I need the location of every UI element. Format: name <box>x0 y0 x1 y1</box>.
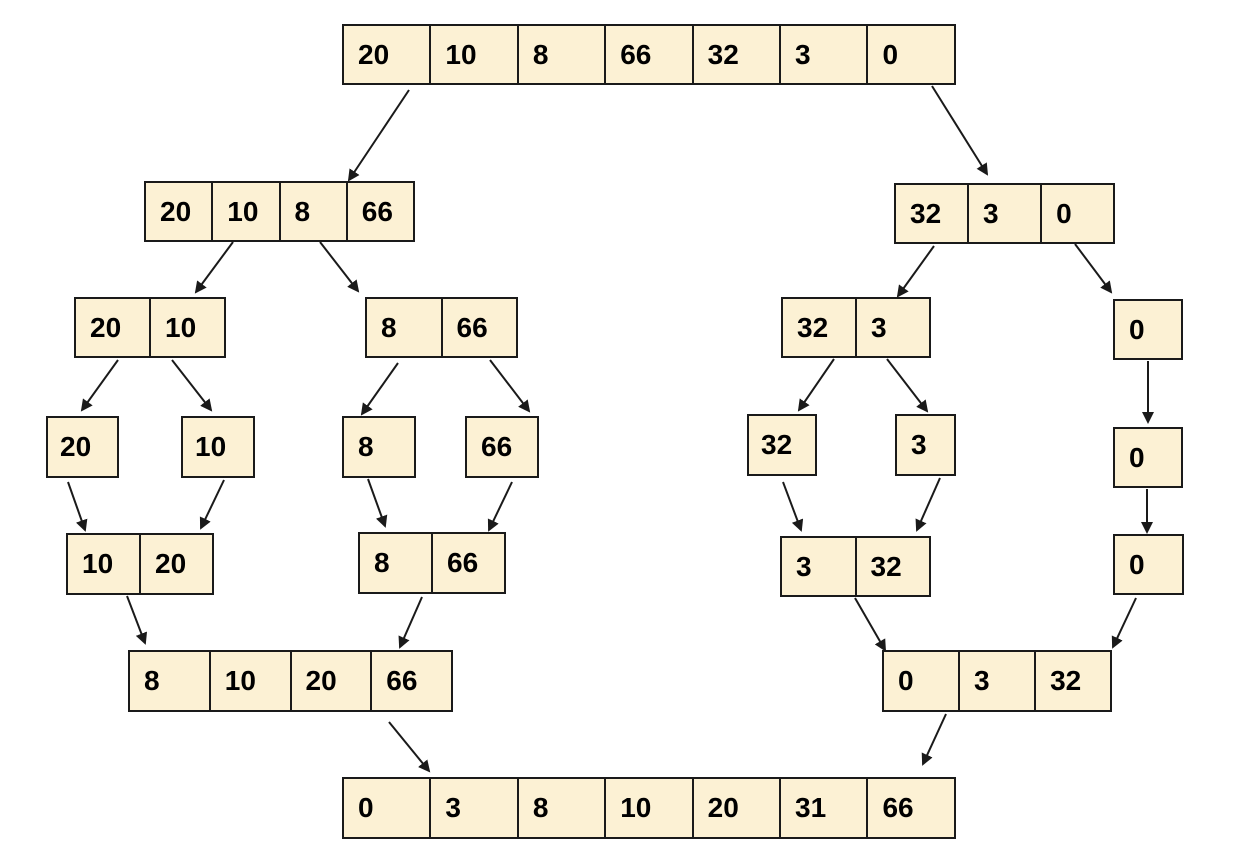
split-arrow <box>319 241 360 293</box>
merge-arrow <box>487 481 513 532</box>
split-arrow <box>931 85 989 176</box>
array-cell: 10 <box>431 26 519 85</box>
array-merge-m1a: 10 20 <box>66 533 214 595</box>
array-cell: 10 <box>151 299 226 358</box>
array-cell: 10 <box>213 183 281 242</box>
array-merge-m2a: 8 10 20 66 <box>128 650 453 712</box>
array-single-l3b: 10 <box>181 416 255 478</box>
array-split-l2a: 20 10 <box>74 297 226 358</box>
split-arrow <box>360 362 399 416</box>
merge-arrow <box>921 713 947 766</box>
array-single-r3c: 0 <box>1113 427 1183 488</box>
array-split-right: 32 3 0 <box>894 183 1115 244</box>
merge-arrow <box>915 477 941 532</box>
array-cell: 31 <box>781 779 869 839</box>
array-cell: 8 <box>360 534 433 594</box>
array-cell: 10 <box>68 535 141 595</box>
array-original: 20 10 8 66 32 3 0 <box>342 24 956 85</box>
merge-arrow <box>388 721 431 773</box>
array-merge-m1b: 8 66 <box>358 532 506 594</box>
merge-arrow <box>67 481 88 532</box>
array-split-r2b: 0 <box>1113 299 1183 360</box>
array-cell: 3 <box>431 779 519 839</box>
merge-arrow <box>367 478 388 528</box>
array-cell: 10 <box>606 779 694 839</box>
array-cell: 8 <box>130 652 211 712</box>
array-cell: 32 <box>1036 652 1112 712</box>
array-cell: 66 <box>433 534 506 594</box>
array-cell: 8 <box>280 183 348 242</box>
array-split-r2a: 32 3 <box>781 297 931 358</box>
array-split-left: 20 10 8 66 <box>144 181 415 242</box>
array-cell: 0 <box>344 779 432 839</box>
array-cell: 32 <box>783 299 857 358</box>
split-arrow <box>896 245 935 298</box>
array-cell: 66 <box>442 299 518 358</box>
array-cell: 32 <box>856 538 931 597</box>
array-cell: 20 <box>344 26 432 85</box>
array-cell: 10 <box>210 652 292 712</box>
array-cell: 3 <box>781 26 869 85</box>
array-cell: 66 <box>606 26 694 85</box>
array-cell: 3 <box>857 299 931 358</box>
array-cell: 8 <box>518 26 607 85</box>
split-arrow <box>80 359 119 412</box>
array-cell: 0 <box>1115 536 1184 595</box>
array-cell: 3 <box>782 538 857 597</box>
array-cell: 8 <box>367 299 443 358</box>
split-arrow <box>1074 243 1113 294</box>
merge-arrow <box>126 595 148 645</box>
array-cell: 0 <box>884 652 961 712</box>
array-merge-m1d: 0 <box>1113 534 1184 595</box>
array-cell: 20 <box>693 779 782 839</box>
array-cell: 32 <box>693 26 782 85</box>
array-cell: 8 <box>344 418 416 478</box>
array-cell: 32 <box>749 416 817 476</box>
array-cell: 66 <box>347 183 415 242</box>
array-cell: 20 <box>146 183 214 242</box>
array-final: 0 3 8 10 20 31 66 <box>342 777 956 839</box>
array-cell: 0 <box>868 26 956 85</box>
merge-arrow <box>1111 597 1137 649</box>
merge-arrow <box>199 479 225 530</box>
array-cell: 20 <box>291 652 373 712</box>
array-cell: 66 <box>467 418 539 478</box>
merge-arrow <box>854 597 886 652</box>
array-single-l3c: 8 <box>342 416 416 478</box>
array-cell: 3 <box>897 416 956 476</box>
merge-arrow <box>782 481 804 532</box>
array-cell: 8 <box>518 779 607 839</box>
array-cell: 3 <box>960 652 1037 712</box>
array-cell: 3 <box>969 185 1043 244</box>
array-cell: 10 <box>183 418 255 478</box>
split-arrow <box>886 358 929 413</box>
split-arrow <box>171 359 213 412</box>
array-single-r3b: 3 <box>895 414 956 476</box>
array-single-l3d: 66 <box>465 416 539 478</box>
array-cell: 66 <box>372 652 453 712</box>
array-cell: 32 <box>896 185 970 244</box>
array-cell: 0 <box>1115 301 1183 360</box>
array-cell: 20 <box>141 535 214 595</box>
split-arrow <box>797 358 835 412</box>
array-merge-m2b: 0 3 32 <box>882 650 1112 712</box>
array-cell: 66 <box>868 779 956 839</box>
array-split-l2b: 8 66 <box>365 297 518 358</box>
array-cell: 20 <box>48 418 119 478</box>
split-arrow <box>347 89 410 182</box>
merge-arrow <box>398 596 423 649</box>
array-cell: 20 <box>76 299 151 358</box>
array-cell: 0 <box>1042 185 1115 244</box>
array-cell: 0 <box>1115 429 1183 488</box>
array-single-l3a: 20 <box>46 416 119 478</box>
split-arrow <box>489 359 531 413</box>
array-merge-m1c: 3 32 <box>780 536 931 597</box>
array-single-r3a: 32 <box>747 414 817 476</box>
split-arrow <box>194 241 234 294</box>
